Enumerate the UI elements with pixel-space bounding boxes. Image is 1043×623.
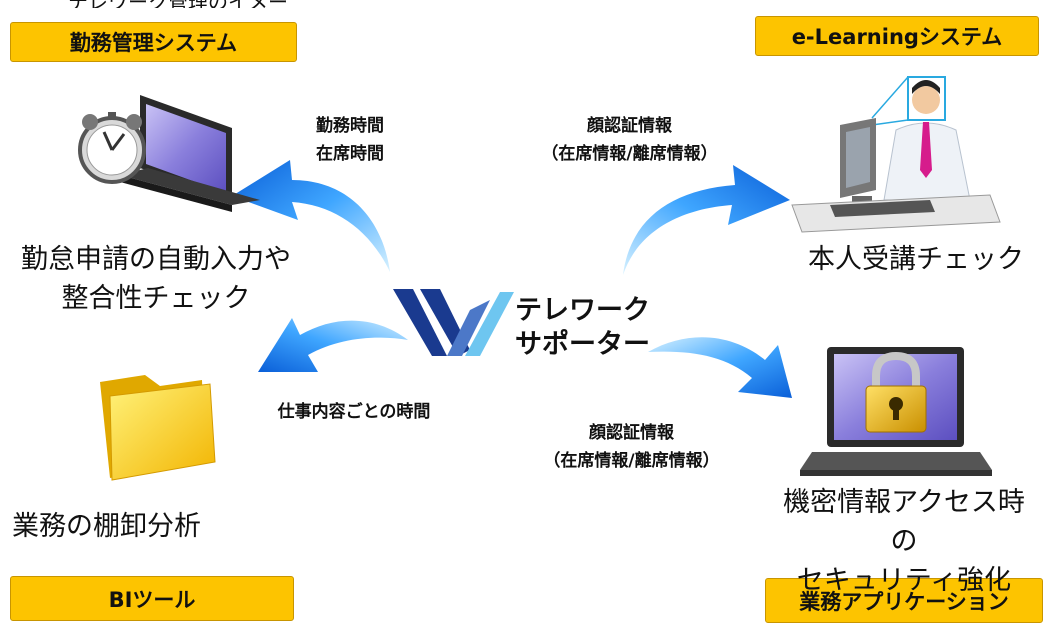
business-feature-line1: 機密情報アクセス時の — [783, 487, 1025, 557]
business-flow-line2: （在席情報/離席情報） — [543, 451, 720, 471]
elearning-feature-line1: 本人受講チェック — [808, 244, 1024, 275]
business-flow-line1: 顔認証情報 — [589, 423, 674, 443]
attendance-system-label: 勤務管理システム — [69, 31, 238, 55]
bi-tool-label: BIツール — [108, 587, 196, 612]
bi-feature-label: 業務の棚卸分析 — [12, 507, 272, 546]
bi-feature-line1: 業務の棚卸分析 — [12, 511, 201, 542]
folder-icon — [100, 375, 216, 481]
elearning-flow-line2: （在席情報/離席情報） — [541, 144, 718, 164]
laptop-lock-icon — [800, 347, 992, 476]
attendance-feature-line1: 勤怠申請の自動入力や — [21, 244, 291, 275]
person-at-computer-icon — [791, 76, 1001, 233]
arrow-to-attendance — [232, 160, 390, 272]
elearning-flow-line1: 顔認証情報 — [587, 116, 672, 136]
elearning-system-label: e-Learningシステム — [791, 25, 1003, 49]
bi-flow-line1: 仕事内容ごとの時間 — [277, 402, 431, 422]
attendance-flow-line1: 勤務時間 — [316, 116, 384, 136]
center-title-line2: サポーター — [515, 329, 650, 360]
arrow-to-elearning — [623, 165, 790, 275]
center-title-line1: テレワーク — [515, 295, 650, 326]
attendance-system-box: 勤務管理システム — [10, 22, 297, 62]
elearning-feature-label: 本人受講チェック — [796, 240, 1036, 279]
arrow-to-bi — [258, 318, 408, 372]
telework-supporter-logo — [393, 289, 514, 356]
business-feature-label: 機密情報アクセス時の セキュリティ強化 — [770, 483, 1038, 600]
attendance-feature-line2: 整合性チェック — [61, 283, 251, 314]
business-flow-label: 顔認証情報 （在席情報/離席情報） — [514, 419, 749, 475]
arrow-to-business-app — [648, 337, 792, 398]
attendance-flow-label: 勤務時間 在席時間 — [285, 112, 415, 168]
laptop-clock-icon — [78, 95, 260, 212]
elearning-flow-label: 顔認証情報 （在席情報/離席情報） — [512, 112, 747, 168]
bi-flow-label: 仕事内容ごとの時間 — [244, 398, 464, 426]
attendance-flow-line2: 在席時間 — [316, 144, 384, 164]
business-app-label: 業務アプリケーション — [799, 589, 1009, 614]
header-fragment: テレワーク管理のイメージ — [68, 0, 288, 8]
business-feature-line2: セキュリティ強化 — [796, 565, 1012, 596]
attendance-feature-label: 勤怠申請の自動入力や 整合性チェック — [6, 240, 306, 318]
elearning-system-box: e-Learningシステム — [755, 16, 1039, 56]
bi-tool-box: BIツール — [10, 576, 294, 621]
